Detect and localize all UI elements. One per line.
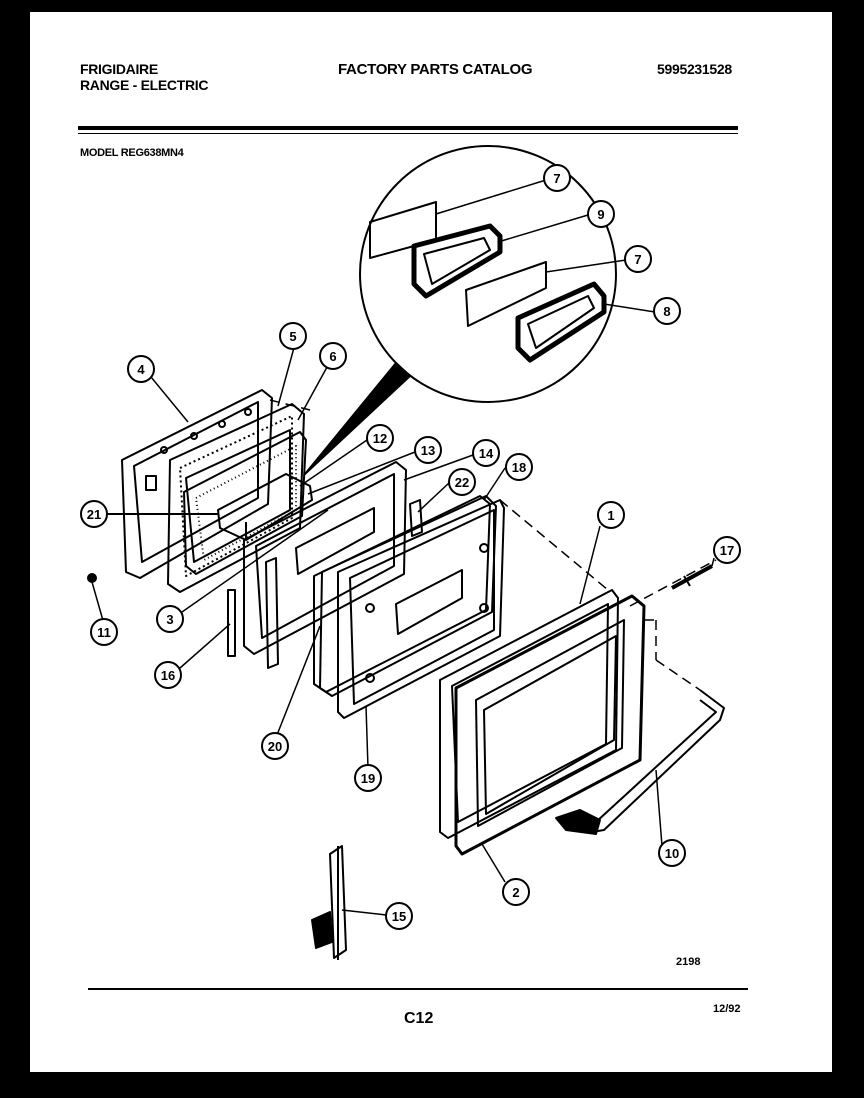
callout-10-label: 10 xyxy=(665,846,679,861)
alignment-lines xyxy=(269,399,717,691)
callout-7-upper-label: 7 xyxy=(553,171,560,186)
insulation-pack xyxy=(167,403,305,593)
callout-6-label: 6 xyxy=(329,349,336,364)
callout-16: 16 xyxy=(154,661,182,689)
callout-10: 10 xyxy=(658,839,686,867)
detail-magnifier-circle xyxy=(359,145,617,403)
callout-20-label: 20 xyxy=(268,739,282,754)
callout-11: 11 xyxy=(90,618,118,646)
callout-21-label: 21 xyxy=(87,507,101,522)
page-code: C12 xyxy=(404,1010,434,1027)
callout-20: 20 xyxy=(261,732,289,760)
brand-name: FRIGIDAIRE xyxy=(80,61,158,77)
door-hinge-channel xyxy=(265,499,423,669)
callout-18-label: 18 xyxy=(512,460,526,475)
callout-17-label: 17 xyxy=(720,543,734,558)
callout-9-label: 9 xyxy=(597,207,604,222)
callout-13: 13 xyxy=(414,436,442,464)
detail-window-frame-9 xyxy=(411,223,503,299)
callout-9: 9 xyxy=(587,200,615,228)
callout-7-upper: 7 xyxy=(543,164,571,192)
callout-7-lower: 7 xyxy=(624,245,652,273)
vent-baffle-12 xyxy=(217,473,313,541)
detail-window-frame-8 xyxy=(515,281,607,363)
drawing-number: 2198 xyxy=(676,956,701,968)
detail-gasket-7-upper xyxy=(369,201,437,259)
callout-3-label: 3 xyxy=(166,612,173,627)
revision-date: 12/92 xyxy=(713,1003,741,1015)
callout-5-label: 5 xyxy=(289,329,296,344)
outer-door-frame xyxy=(454,594,646,856)
product-category: RANGE - ELECTRIC xyxy=(80,77,209,93)
callout-16-label: 16 xyxy=(161,668,175,683)
callout-21: 21 xyxy=(80,500,108,528)
callout-2: 2 xyxy=(502,878,530,906)
callout-5: 5 xyxy=(279,322,307,350)
callout-8: 8 xyxy=(653,297,681,325)
callout-1-label: 1 xyxy=(607,508,614,523)
door-hinge xyxy=(311,845,347,960)
callout-14: 14 xyxy=(472,439,500,467)
callout-1: 1 xyxy=(597,501,625,529)
catalog-page xyxy=(30,12,832,1072)
callout-11-label: 11 xyxy=(97,625,111,640)
callout-19-label: 19 xyxy=(361,771,375,786)
callout-22-label: 22 xyxy=(455,475,469,490)
callout-3: 3 xyxy=(156,605,184,633)
header-rule-thin xyxy=(78,133,738,134)
model-number: MODEL REG638MN4 xyxy=(80,147,184,159)
detail-glass-7-lower xyxy=(465,261,547,327)
callout-leaders xyxy=(91,179,715,916)
inner-glass-panel xyxy=(243,461,407,655)
callout-4: 4 xyxy=(127,355,155,383)
callout-15: 15 xyxy=(385,902,413,930)
door-handle xyxy=(555,689,725,835)
inner-door-liner xyxy=(121,389,273,579)
callout-15-label: 15 xyxy=(392,909,406,924)
door-trim-frame xyxy=(439,589,619,839)
callout-6: 6 xyxy=(319,342,347,370)
callout-4-label: 4 xyxy=(137,362,145,377)
callout-7-lower-label: 7 xyxy=(634,252,641,267)
callout-18: 18 xyxy=(505,453,533,481)
side-channel-16 xyxy=(227,589,236,657)
header-rule xyxy=(78,126,738,130)
callout-12-label: 12 xyxy=(373,431,387,446)
callout-19: 19 xyxy=(354,764,382,792)
magnifier-pointer xyxy=(304,362,411,475)
callout-17: 17 xyxy=(713,536,741,564)
callout-12: 12 xyxy=(366,424,394,452)
catalog-title: FACTORY PARTS CATALOG xyxy=(338,61,533,78)
callout-22: 22 xyxy=(448,468,476,496)
callout-8-label: 8 xyxy=(663,304,670,319)
catalog-number: 5995231528 xyxy=(657,61,732,77)
callout-14-label: 14 xyxy=(479,446,494,461)
callout-2-label: 2 xyxy=(512,885,519,900)
screw-11 xyxy=(87,573,97,583)
footer-rule xyxy=(88,988,748,990)
handle-screw xyxy=(671,564,713,590)
callout-13-label: 13 xyxy=(421,443,435,458)
